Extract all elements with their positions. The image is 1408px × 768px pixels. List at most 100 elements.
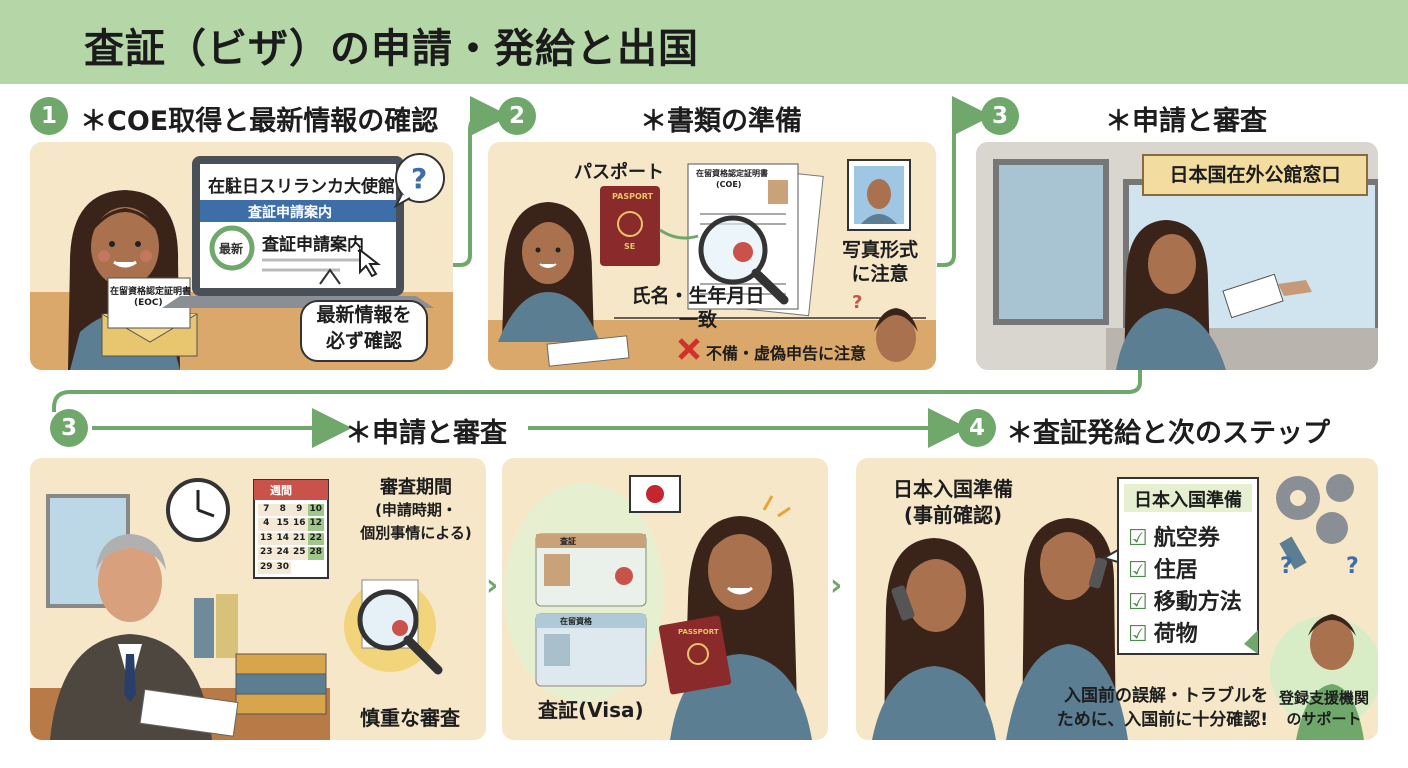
visa-card-title: 査証: [560, 537, 576, 546]
header-bar: [0, 0, 1408, 84]
calendar-day: 12: [307, 518, 324, 531]
step-number-3: 3: [981, 97, 1019, 135]
calendar-day: 14: [274, 532, 291, 546]
visa-label: 査証(Visa): [538, 698, 644, 722]
period-line-3: 個別事情による): [360, 524, 472, 542]
step-number-4: 4: [958, 409, 996, 447]
support-line-1: 登録支援機関: [1278, 689, 1369, 707]
bubble-line-1: 最新情報を: [316, 304, 412, 326]
checklist-item: ☑荷物: [1128, 616, 1256, 648]
panel-coe-check: 在駐日スリランカ大使館 査証申請案内 最新 査証申請案内 在留資格認定証明書 (…: [30, 142, 453, 370]
checkbox-icon: ☑: [1128, 590, 1148, 615]
question-mark-2: ?: [1346, 554, 1359, 579]
step-number-1: 1: [30, 97, 68, 135]
calendar-day: 16: [291, 518, 308, 531]
doc-subtitle: (COE): [716, 180, 742, 189]
period-line-2: (申請時期・: [375, 501, 457, 519]
coe-card-short: (EOC): [134, 298, 163, 308]
prep-line-2: (事前確認): [903, 503, 1003, 527]
warning-text: 不備・虚偽申告に注意: [706, 344, 867, 363]
period-line-1: 審査期間: [380, 477, 452, 498]
refresh-icon: [209, 225, 255, 271]
window-sign: 日本国在外公館窓口: [1142, 154, 1368, 196]
question-mark-1: ?: [1280, 554, 1293, 579]
checklist-item-label: 移動方法: [1153, 590, 1242, 615]
step-title-1: ＊COE取得と最新情報の確認: [80, 106, 439, 137]
step-title-3: ＊申請と審査: [1105, 106, 1267, 137]
calendar-day: 28: [307, 547, 324, 560]
checklist-item: ☑移動方法: [1128, 584, 1256, 616]
calendar-day: 8: [274, 504, 291, 517]
calendar-day: 10: [307, 504, 324, 517]
residence-card-title: 在留資格: [560, 617, 592, 626]
doc-title: 在留資格認定証明書: [696, 169, 768, 178]
photo-note-line-1: 写真形式: [842, 239, 919, 261]
panel-visa-issued: 査証 在留資格 PASSPORT 査証(Visa): [502, 458, 828, 740]
calendar-day: 13: [258, 532, 275, 546]
panel-documents: パスポート PASPORT SE 在留資格認定証明書 (COE) 写真形式 に注…: [488, 142, 936, 370]
magnifier-icon: [698, 215, 789, 305]
calendar-day: 7: [258, 504, 275, 517]
chevron-right-icon: ›: [486, 568, 499, 603]
calendar-header: 週間: [270, 484, 292, 497]
cross-icon: [678, 338, 700, 360]
checklist: ☑航空券☑住居☑移動方法☑荷物: [1128, 520, 1256, 648]
step-title-2: ＊書類の準備: [640, 106, 802, 137]
step-number-2: 2: [498, 97, 536, 135]
checklist-item-label: 住居: [1153, 558, 1198, 583]
calendar-day: 29: [258, 561, 275, 574]
note-line-2: ために、入国前に十分確認!: [1056, 710, 1268, 730]
check-latest-bubble: 最新情報を 必ず確認: [300, 300, 428, 362]
guide-title: 査証申請案内: [262, 235, 364, 255]
prep-line-1: 日本入国準備: [893, 477, 1013, 501]
step-title-3b: ＊申請と審査: [345, 418, 507, 449]
gear-icon: [1276, 474, 1354, 544]
calendar-day: 21: [291, 532, 308, 546]
calendar-day: 23: [258, 547, 275, 560]
question-mark: ?: [852, 292, 863, 313]
step-number-3b: 3: [50, 409, 88, 447]
support-line-2: のサポート: [1286, 710, 1362, 728]
guide-bar-label: 査証申請案内: [248, 205, 332, 221]
calendar-day: 24: [274, 547, 291, 560]
panel-next-steps: 日本入国準備 (事前確認) 日本入国準備 ☑航空券☑住居☑移動方法☑荷物 ? ?…: [856, 458, 1378, 740]
calendar-day: 4: [258, 518, 275, 531]
calendar-day: 25: [291, 547, 308, 560]
review-period: 審査期間 (申請時期・ 個別事情による): [352, 476, 480, 545]
calendar-day: 15: [274, 518, 291, 531]
note-line-1: 入国前の誤解・トラブルを: [1064, 686, 1268, 706]
checklist-item: ☑住居: [1128, 552, 1256, 584]
japan-flag-icon: [629, 475, 681, 513]
chevron-right-icon-2: ›: [830, 568, 843, 603]
checklist-title: 日本入国準備: [1134, 490, 1242, 511]
checkbox-icon: ☑: [1128, 526, 1148, 551]
calendar-day: 22: [307, 532, 324, 546]
step-title-4: ＊査証発給と次のステップ: [1006, 418, 1330, 449]
calendar-day: 9: [291, 504, 308, 517]
coe-card-label: 在留資格認定証明書: [110, 287, 192, 297]
photo-note-line-2: に注意: [851, 263, 909, 285]
checklist-item-label: 航空券: [1153, 526, 1220, 551]
photo-format-note: 写真形式 に注意: [842, 238, 918, 286]
cursor-icon: [359, 247, 381, 278]
passport-cover-text: PASPORT: [612, 192, 654, 201]
pre-entry-note: 入国前の誤解・トラブルを ために、入国前に十分確認!: [1006, 684, 1268, 732]
checkbox-icon: ☑: [1128, 558, 1148, 583]
checklist-item: ☑航空券: [1128, 520, 1256, 552]
clock-icon: [166, 478, 230, 542]
phone-icon: [891, 585, 915, 621]
checklist-item-label: 荷物: [1153, 622, 1198, 647]
passport-cover-text-2: SE: [624, 242, 636, 251]
passport-label: パスポート: [574, 162, 664, 183]
calendar-day: 30: [274, 561, 291, 574]
latest-badge: 最新: [219, 242, 244, 256]
embassy-name: 在駐日スリランカ大使館: [208, 177, 395, 197]
match-line-2: 一致: [678, 309, 717, 331]
name-dob-match: 氏名・生年月日 一致: [618, 284, 778, 332]
entry-prep-label: 日本入国準備 (事前確認): [878, 476, 1028, 528]
passport-cover-text-3: PASSPORT: [678, 628, 719, 636]
careful-review-label: 慎重な審査: [360, 706, 460, 730]
